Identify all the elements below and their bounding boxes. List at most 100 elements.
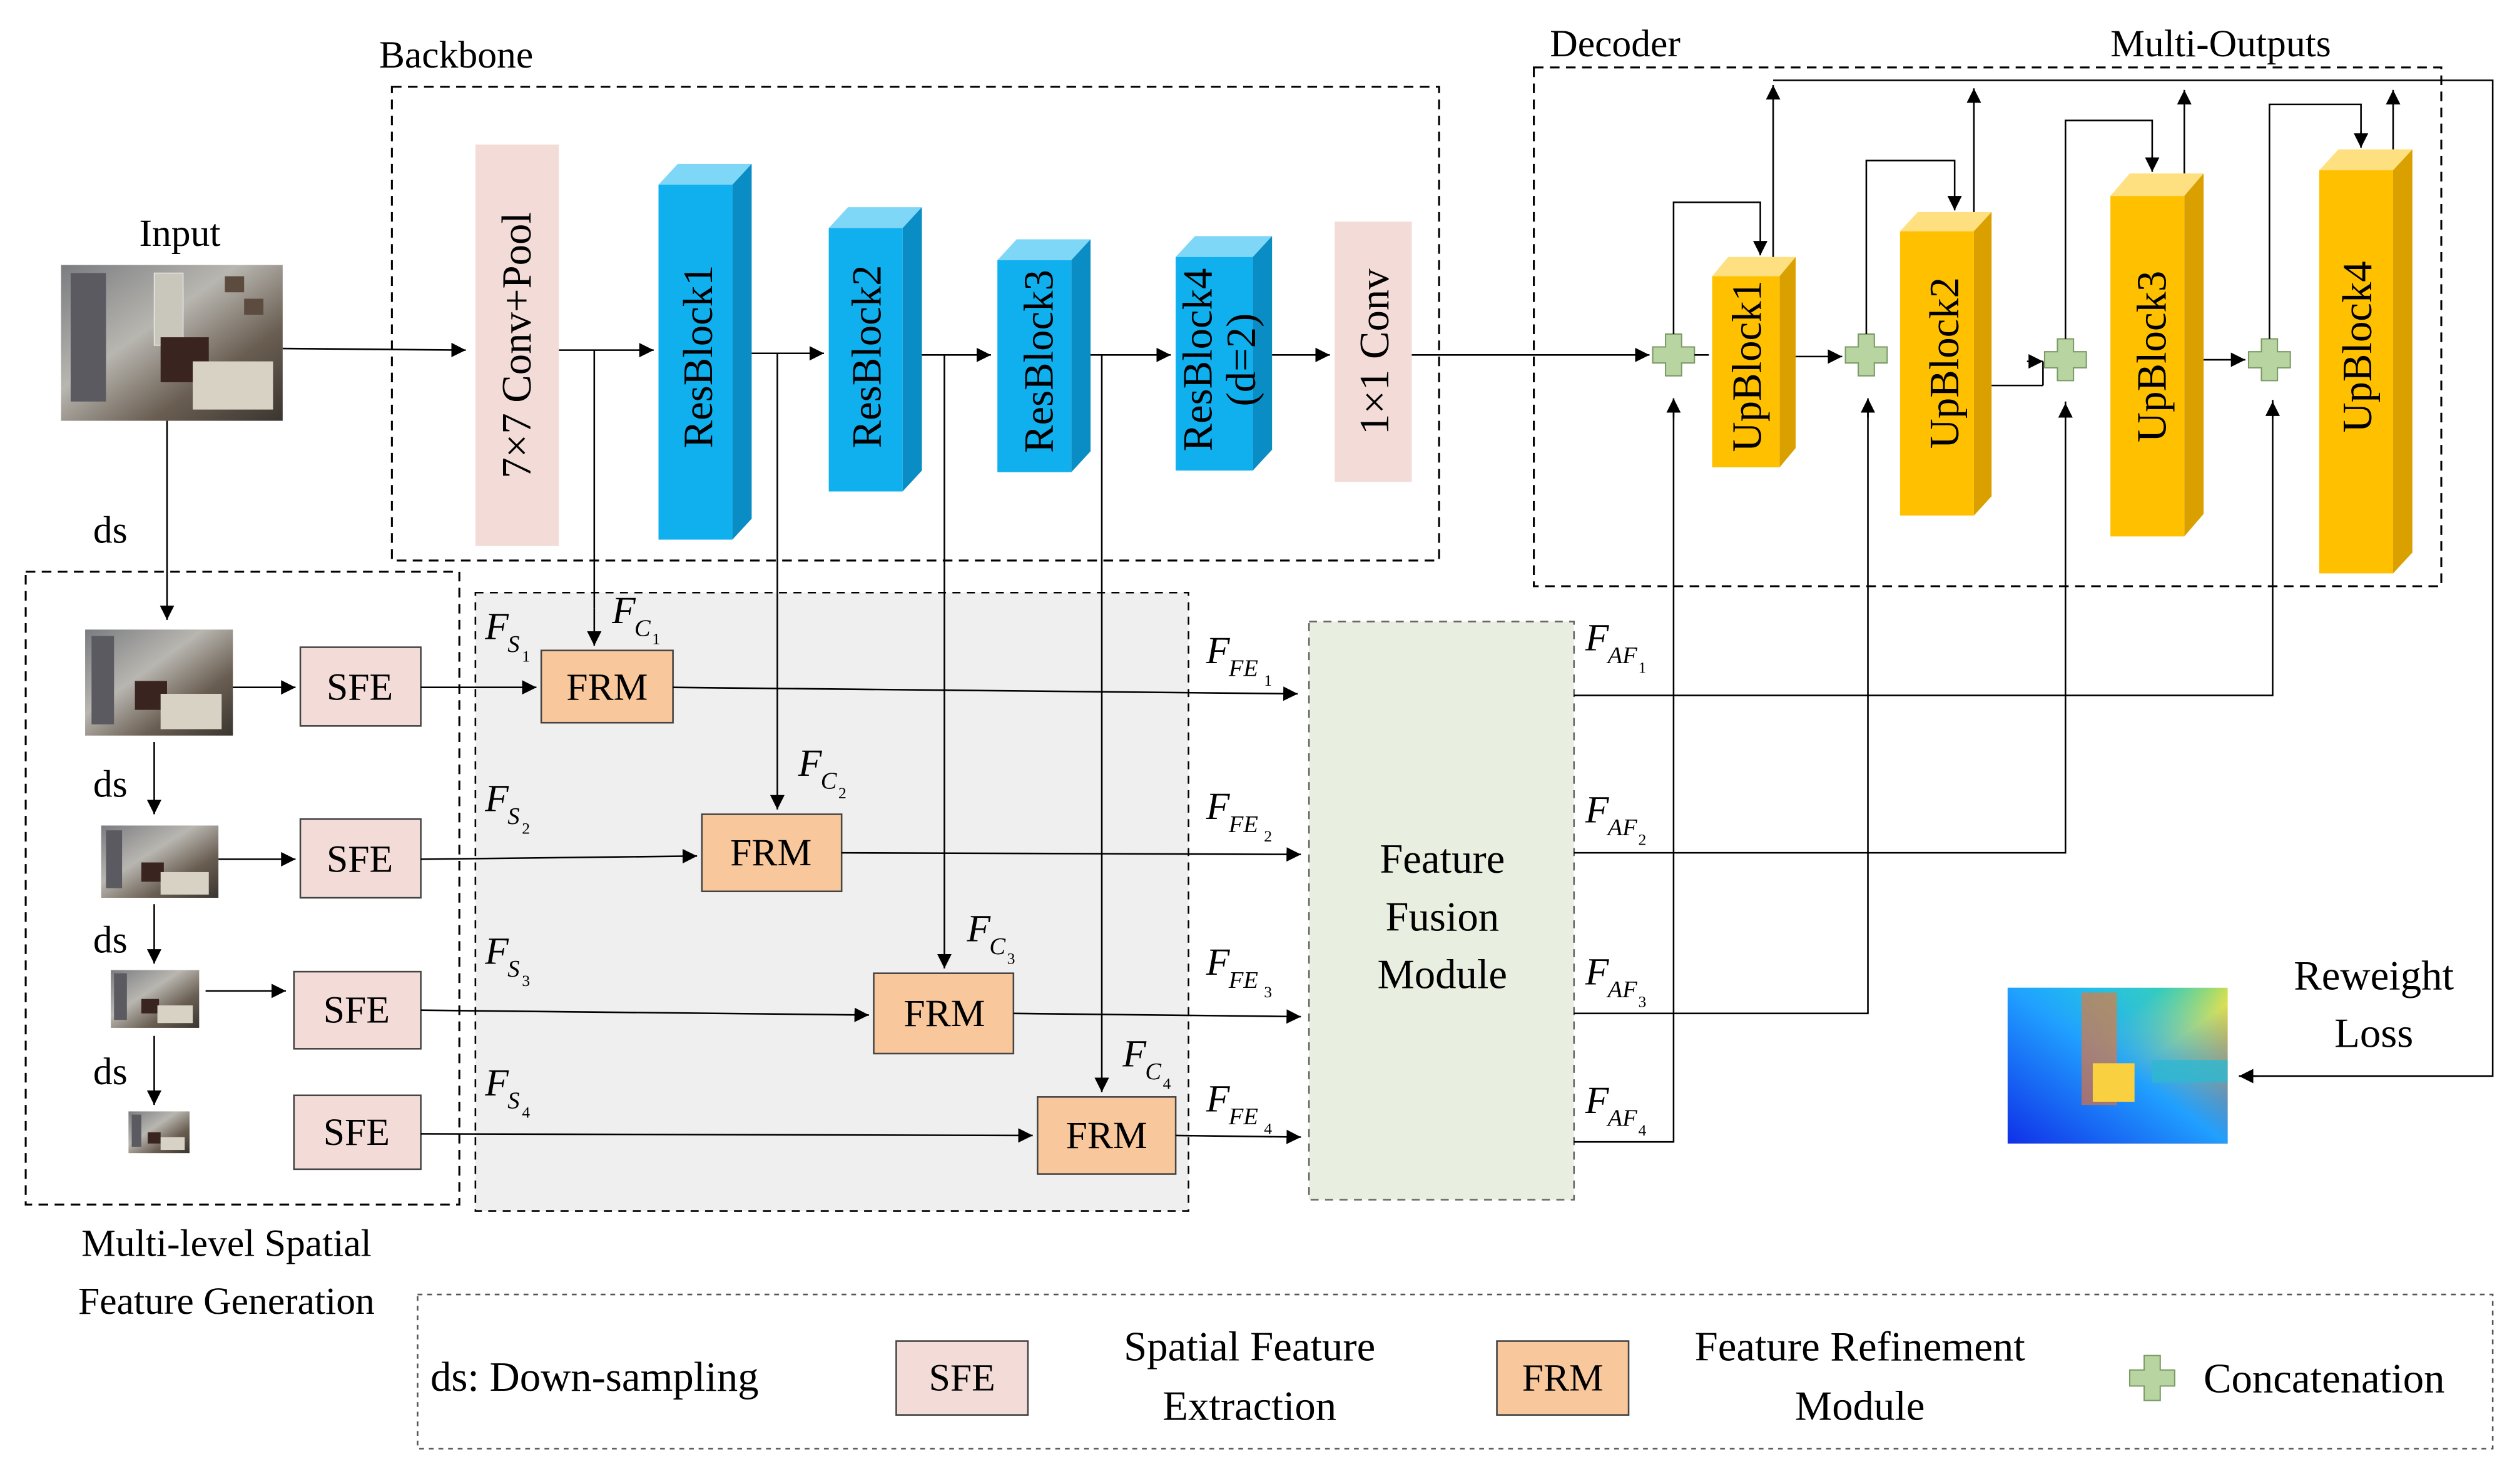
sfe-label-3: SFE: [323, 989, 390, 1032]
frm-block-4: [1037, 1096, 1177, 1175]
upblock2-label: UpBlock2: [1922, 277, 1968, 449]
sfe-label-4: SFE: [323, 1111, 390, 1154]
label-ffe4: F FE 4: [1206, 1077, 1272, 1137]
svg-text:F: F: [1206, 1077, 1231, 1120]
svg-text:C: C: [1145, 1059, 1162, 1085]
label-fc2: F C 2: [798, 742, 847, 802]
backbone-title: Backbone: [379, 34, 533, 76]
upblock3-label: UpBlock3: [2129, 271, 2175, 442]
resblock4-label-2: (d=2): [1219, 313, 1264, 407]
feature-fusion-module: [1308, 621, 1575, 1201]
label-ffe2: F FE 2: [1206, 785, 1272, 845]
resblock2-label: ResBlock2: [845, 265, 890, 448]
svg-text:3: 3: [1264, 983, 1272, 1001]
resblock3: [997, 239, 1091, 472]
frm-label-2: FRM: [730, 831, 811, 874]
label-faf2: F AF 2: [1585, 788, 1647, 848]
scaled-image-1: [85, 629, 233, 736]
svg-text:S: S: [507, 1087, 519, 1114]
scaled-image-2: [101, 825, 219, 898]
svg-text:4: 4: [1163, 1074, 1171, 1092]
input-title: Input: [139, 212, 220, 255]
legend-sfe-text-2: Extraction: [1162, 1383, 1336, 1429]
upblock4: [2319, 149, 2413, 574]
svg-text:3: 3: [1007, 949, 1015, 967]
spatial-gen-title-2: Feature Generation: [78, 1280, 375, 1323]
svg-text:F: F: [1206, 941, 1231, 983]
frm-block-2: [701, 813, 843, 893]
svg-text:FE: FE: [1228, 967, 1258, 994]
svg-text:2: 2: [1638, 830, 1646, 848]
svg-text:C: C: [634, 616, 651, 642]
ffm-label-2: Fusion: [1385, 894, 1499, 940]
legend-sfe-box: SFE: [929, 1357, 995, 1400]
connectors: [146, 79, 2494, 1144]
reweight-label-1: Reweight: [2294, 953, 2454, 999]
svg-text:F: F: [1206, 785, 1231, 828]
label-faf4: F AF 4: [1585, 1079, 1647, 1139]
resblock1: [658, 163, 752, 540]
scaled-image-3: [111, 970, 200, 1028]
ds-label-0: ds: [93, 509, 128, 552]
svg-text:F: F: [1585, 1079, 1610, 1122]
svg-text:AF: AF: [1606, 643, 1638, 669]
svg-text:S: S: [507, 631, 519, 658]
decoder-title: Decoder: [1550, 23, 1681, 65]
concat-icon-3: [2043, 338, 2087, 382]
svg-text:1: 1: [522, 648, 530, 666]
legend-sfe-text-1: Spatial Feature: [1124, 1324, 1375, 1370]
upblock3: [2110, 173, 2204, 537]
label-ffe3: F FE 3: [1206, 941, 1272, 1001]
ds-label-2: ds: [93, 918, 128, 961]
resblock4: [1176, 236, 1273, 471]
spatial-gen-region: [24, 571, 460, 1206]
svg-text:C: C: [989, 933, 1006, 960]
input-image: [61, 265, 283, 421]
frm-block-3: [873, 972, 1015, 1055]
concat-icon-2: [1844, 333, 1888, 377]
svg-text:FE: FE: [1228, 811, 1258, 838]
label-faf3: F AF 3: [1585, 951, 1647, 1011]
ffm-label-1: Feature: [1380, 836, 1505, 882]
spatial-gen-title-1: Multi-level Spatial: [81, 1222, 372, 1264]
legend-concat-text: Concatenation: [2204, 1356, 2444, 1402]
resblock2: [828, 207, 922, 492]
upblock1-label: UpBlock1: [1725, 280, 1771, 452]
conv1x1-block: [1335, 221, 1412, 482]
svg-text:3: 3: [522, 972, 530, 990]
ffm-label-3: Module: [1377, 952, 1507, 998]
svg-text:F: F: [611, 589, 636, 632]
label-fs1: F S 1: [484, 606, 530, 666]
svg-text:F: F: [484, 606, 509, 648]
sfe-label-2: SFE: [327, 838, 393, 880]
frm-label-3: FRM: [903, 992, 985, 1035]
frm-label-1: FRM: [566, 666, 648, 709]
svg-text:S: S: [507, 956, 519, 982]
label-fs3: F S 3: [484, 930, 530, 990]
svg-text:1: 1: [1264, 671, 1272, 689]
svg-text:2: 2: [522, 819, 530, 837]
depth-map-image: [2007, 987, 2228, 1144]
label-fc4: F C 4: [1122, 1033, 1171, 1093]
svg-text:4: 4: [1264, 1119, 1272, 1137]
reweight-label-2: Loss: [2334, 1011, 2413, 1057]
frm-block-1: [540, 649, 674, 724]
label-faf1: F AF 1: [1585, 617, 1647, 677]
svg-text:S: S: [507, 803, 519, 830]
svg-text:3: 3: [1638, 993, 1646, 1011]
label-fc3: F C 3: [966, 907, 1015, 967]
label-fc1: F C 1: [611, 589, 660, 648]
svg-text:F: F: [798, 742, 823, 785]
concat-icon-1: [1652, 333, 1696, 377]
legend-frm-text-2: Module: [1795, 1383, 1925, 1429]
svg-text:FE: FE: [1228, 1104, 1258, 1130]
conv-pool-block: [475, 145, 559, 546]
label-fs2: F S 2: [484, 777, 530, 837]
sfe-block-4: [293, 1094, 422, 1171]
svg-text:F: F: [1585, 617, 1610, 659]
sfe-label-1: SFE: [327, 666, 393, 709]
upblock4-label: UpBlock4: [2335, 261, 2381, 432]
decoder-region: [1533, 66, 2443, 587]
legend-frm-swatch: [1496, 1340, 1630, 1416]
